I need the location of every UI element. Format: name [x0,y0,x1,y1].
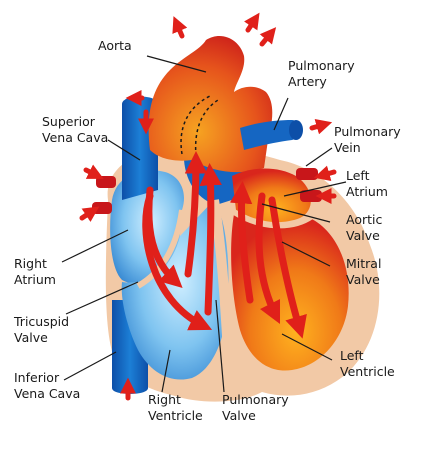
label-left-atrium-line2: Atrium [346,184,388,199]
label-mitral-valve-line1: Mitral [346,256,382,271]
septum [209,199,235,393]
label-tricuspid-valve: Tricuspid Valve [14,314,69,346]
label-right-ventricle-line1: Right [148,392,181,407]
label-aortic-valve-line2: Valve [346,228,380,243]
label-pulmonary-vein-line2: Vein [334,140,361,155]
label-left-ventricle-line2: Ventricle [340,364,395,379]
label-inferior-vena-cava-line1: Inferior [14,370,60,385]
label-left-atrium: Left Atrium [346,168,388,200]
label-superior-vena-cava-line2: Vena Cava [42,130,109,145]
label-aorta: Aorta [98,38,132,54]
flow-arrows [142,151,307,339]
label-pulmonary-vein: Pulmonary Vein [334,124,401,156]
label-superior-vena-cava: Superior Vena Cava [42,114,108,146]
label-left-ventricle: Left Ventricle [340,348,395,380]
label-aortic-valve-line1: Aortic [346,212,383,227]
label-mitral-valve-line2: Valve [346,272,380,287]
label-inferior-vena-cava: Inferior Vena Cava [14,370,80,402]
label-tricuspid-valve-line1: Tricuspid [14,314,70,329]
pulmonary-artery-opening [289,120,303,140]
label-pulmonary-valve-line2: Valve [222,408,256,423]
label-left-atrium-line1: Left [346,168,370,183]
label-tricuspid-valve-line2: Valve [14,330,48,345]
label-right-atrium-line2: Atrium [14,272,56,287]
label-superior-vena-cava-line1: Superior [42,114,95,129]
label-aorta-line1: Aorta [98,38,132,53]
external-flow-arrows [79,12,337,401]
label-pulmonary-artery-line1: Pulmonary [288,58,355,73]
label-right-atrium: Right Atrium [14,256,56,288]
label-pulmonary-valve-line1: Pulmonary [222,392,289,407]
pulmonary-artery-branch [240,120,299,150]
label-left-ventricle-line1: Left [340,348,364,363]
label-inferior-vena-cava-line2: Vena Cava [14,386,81,401]
right-ventricle-chamber [121,200,229,380]
label-right-atrium-line1: Right [14,256,47,271]
aorta-vessel [148,35,273,173]
label-pulmonary-artery-line2: Artery [288,74,327,89]
label-pulmonary-artery: Pulmonary Artery [288,58,355,90]
label-aortic-valve: Aortic Valve [346,212,382,244]
label-pulmonary-valve: Pulmonary Valve [222,392,289,424]
label-right-ventricle-line2: Ventricle [148,408,203,423]
label-mitral-valve: Mitral Valve [346,256,381,288]
leader-lines [61,55,347,393]
label-pulmonary-vein-line1: Pulmonary [334,124,401,139]
label-right-ventricle: Right Ventricle [148,392,203,424]
